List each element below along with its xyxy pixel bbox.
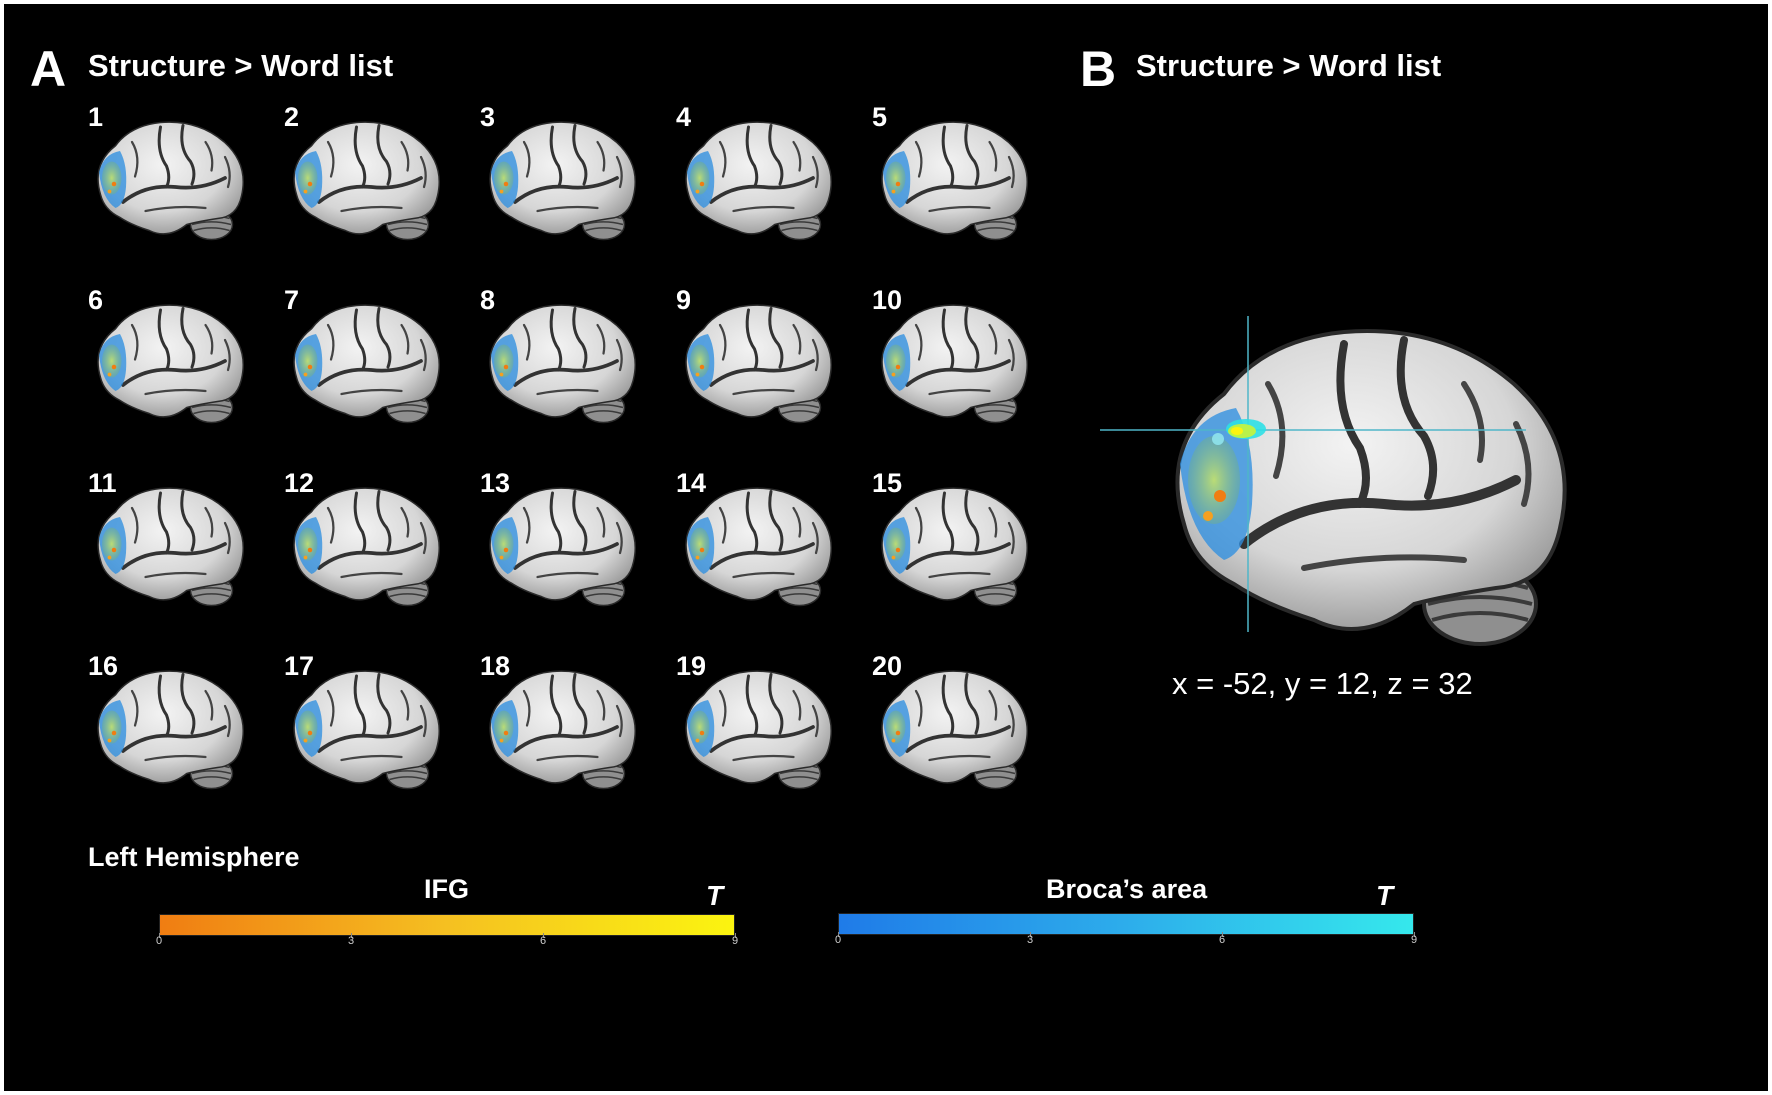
colorbar-tick [543,933,544,938]
brain-image [684,303,834,425]
brain-image [488,669,638,791]
crosshair-horizontal [1100,429,1526,431]
brain-label: 8 [480,285,496,315]
brain-image [684,120,834,242]
colorbar-tick [1030,932,1031,937]
colorbar-tick-label: 0 [834,934,842,946]
broca-colorbar-title: Broca’s area [1046,874,1208,904]
brain-label: 20 [872,651,903,681]
brain-image [96,120,246,242]
brain-image [96,486,246,608]
colorbar-tick-label: 6 [1218,934,1226,946]
panel-a-letter: A [30,41,67,97]
brain-label: 18 [480,651,511,681]
colorbar-tick [1222,932,1223,937]
brain-image [880,120,1030,242]
brain-main-image [1124,304,1604,704]
brain-label: 1 [88,102,104,132]
brain-image [488,303,638,425]
brain-image [292,486,442,608]
broca-colorbar-unit: T [1376,880,1394,911]
brain-label: 14 [676,468,707,498]
colorbar-tick [838,932,839,937]
colorbar-tick [159,933,160,938]
colorbar-tick-label: 3 [1026,934,1034,946]
peak-activation [1212,419,1266,445]
brain-label: 17 [284,651,315,681]
hemisphere-label: Left Hemisphere [88,842,300,872]
colorbar-tick-label: 9 [731,935,739,947]
brain-image [880,303,1030,425]
coordinates-label: x = -52, y = 12, z = 32 [1172,666,1473,701]
panel-a-title: Structure > Word list [88,48,394,83]
brain-label: 2 [284,102,300,132]
colorbar-tick-label: 3 [347,935,355,947]
brain-label: 11 [88,468,117,498]
ifg-colorbar-title: IFG [424,874,469,904]
colorbar-tick-label: 9 [1410,934,1418,946]
colorbar-tick [735,933,736,938]
colorbar-tick-label: 6 [539,935,547,947]
brain-label: 4 [676,102,692,132]
brain-image [880,486,1030,608]
brain-label: 15 [872,468,903,498]
brain-label: 10 [872,285,903,315]
brain-label: 5 [872,102,888,132]
brain-image [96,669,246,791]
colorbar-tick-label: 0 [155,935,163,947]
ifg-colorbar-unit: T [706,880,724,911]
brain-image [684,669,834,791]
brain-label: 7 [284,285,300,315]
brain-label: 19 [676,651,707,681]
colorbar-tick [351,933,352,938]
ifg-colorbar [159,914,735,936]
brain-label: 12 [284,468,315,498]
brain-image [292,669,442,791]
brain-image [684,486,834,608]
brain-label: 16 [88,651,119,681]
brain-image [292,120,442,242]
crosshair-vertical [1247,316,1249,632]
colorbar-tick [1414,932,1415,937]
panel-b-title: Structure > Word list [1136,48,1442,83]
brain-label: 6 [88,285,104,315]
brain-image [96,303,246,425]
panel-b-letter: B [1080,41,1117,97]
brain-label: 3 [480,102,496,132]
brain-image [488,486,638,608]
brain-label: 9 [676,285,692,315]
brain-image [488,120,638,242]
broca-colorbar [838,913,1414,935]
brain-image [292,303,442,425]
brain-image [880,669,1030,791]
brain-label: 13 [480,468,511,498]
